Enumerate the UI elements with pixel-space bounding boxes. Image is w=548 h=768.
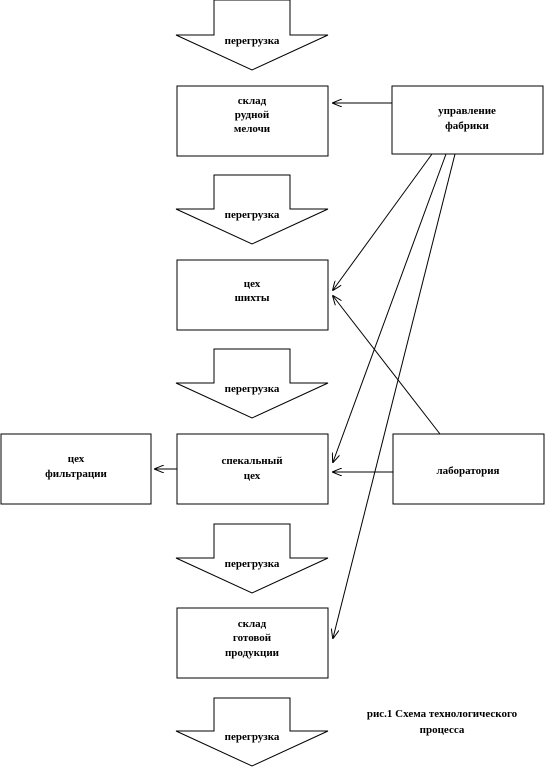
flow-arrow-4: перегрузка	[175, 523, 329, 594]
caption-line-1: рис.1 Схема технологического	[367, 708, 518, 720]
filtration-shop-line-1: цех	[68, 453, 85, 465]
flow-arrow-3: перегрузка	[175, 348, 329, 419]
management-box: управление фабрики	[391, 85, 544, 155]
flow-arrow-5: перегрузка	[175, 697, 329, 767]
management-to-sinter-shop-arrow	[333, 153, 447, 462]
flow-arrow-3-label: перегрузка	[225, 383, 280, 395]
laboratory-line-1: лаборатория	[436, 465, 499, 477]
laboratory-to-charge-shop-arrow	[333, 296, 441, 435]
sinter-shop-line-2: цех	[244, 470, 261, 482]
caption-line-2: процесса	[420, 724, 465, 736]
sinter-shop-box: спекальный цех	[176, 433, 329, 505]
flow-arrow-4-label: перегрузка	[225, 558, 280, 570]
management-to-product-store-arrow	[333, 153, 456, 638]
management-to-charge-shop-arrow	[333, 153, 433, 290]
charge-shop-box: цех шихты	[176, 259, 329, 331]
ore-store-box: склад рудной мелочи	[176, 85, 329, 157]
product-store-line-1: склад	[238, 618, 267, 630]
ore-store-line-2: рудной	[235, 109, 270, 121]
charge-shop-line-1: цех	[244, 278, 261, 290]
flow-arrow-2-label: перегрузка	[225, 209, 280, 221]
flow-arrow-5-label: перегрузка	[225, 731, 280, 743]
filtration-shop-line-2: фильтрации	[45, 468, 107, 480]
flow-arrow-1-label: перегрузка	[225, 35, 280, 47]
laboratory-box: лаборатория	[392, 433, 545, 505]
product-store-box: склад готовой продукции	[176, 607, 329, 679]
sinter-shop-line-1: спекальный	[221, 455, 283, 467]
filtration-shop-box: цех фильтрации	[0, 433, 152, 505]
management-line-1: управление	[438, 105, 496, 117]
product-store-line-3: продукции	[225, 647, 280, 659]
figure-caption: рис.1 Схема технологического процесса	[367, 708, 518, 736]
management-line-2: фабрики	[445, 120, 489, 132]
ore-store-line-1: склад	[238, 95, 267, 107]
product-store-line-2: готовой	[233, 632, 272, 644]
ore-store-line-3: мелочи	[234, 123, 271, 135]
flow-arrow-2: перегрузка	[175, 174, 329, 245]
flow-arrow-1: перегрузка	[175, 0, 329, 71]
charge-shop-line-2: шихты	[235, 292, 270, 304]
